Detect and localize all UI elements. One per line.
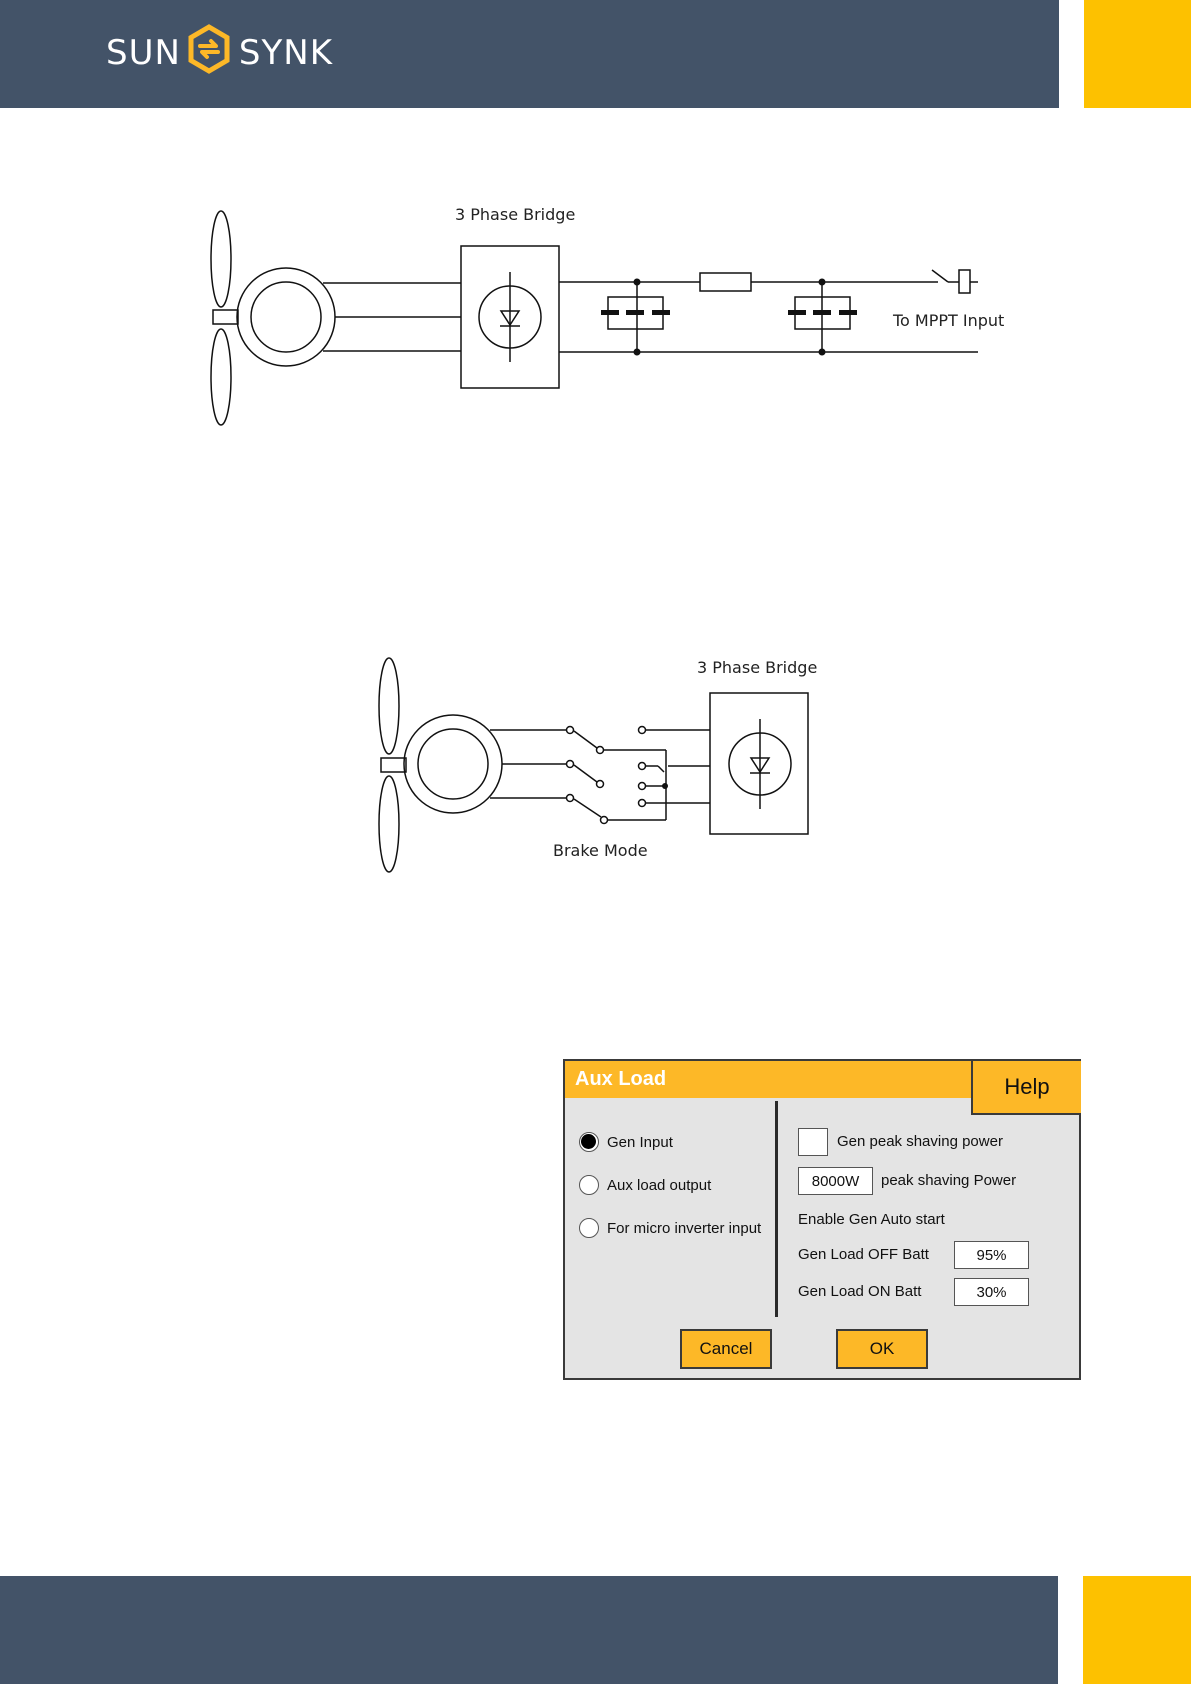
gen-peak-shaving-label: Gen peak shaving power: [837, 1133, 1003, 1150]
radio-micro-inverter-label: For micro inverter input: [607, 1220, 761, 1237]
page-footer: [0, 1576, 1058, 1684]
turbine-hub-2: [381, 758, 406, 772]
brake-mode-label: Brake Mode: [553, 841, 648, 860]
bridge-label-2: 3 Phase Bridge: [697, 658, 817, 677]
footer-accent-block: [1083, 1576, 1191, 1684]
radio-gen-input[interactable]: Gen Input: [579, 1132, 673, 1152]
dialog-divider: [775, 1101, 778, 1317]
dialog-title: Aux Load: [565, 1061, 971, 1098]
peak-shaving-power-label: peak shaving Power: [881, 1172, 1016, 1189]
gen-load-on-batt-input[interactable]: 30%: [954, 1278, 1029, 1306]
turbine-blade-lower-2: [379, 776, 399, 872]
ok-button[interactable]: OK: [836, 1329, 928, 1369]
turbine-blade-upper-2: [379, 658, 399, 754]
generator-inner-2: [418, 729, 488, 799]
help-button[interactable]: Help: [971, 1061, 1081, 1115]
gen-load-off-batt-input[interactable]: 95%: [954, 1241, 1029, 1269]
enable-gen-auto-start-label: Enable Gen Auto start: [798, 1211, 945, 1228]
gen-load-off-batt-label: Gen Load OFF Batt: [798, 1246, 929, 1263]
aux-load-dialog: Aux Load Help Gen Input Aux load output …: [563, 1059, 1081, 1380]
radio-micro-inverter-input[interactable]: For micro inverter input: [579, 1218, 761, 1238]
cancel-button[interactable]: Cancel: [680, 1329, 772, 1369]
radio-selected-icon[interactable]: [579, 1132, 599, 1152]
radio-aux-load-label: Aux load output: [607, 1177, 711, 1194]
three-phase-bridge-box-2: [710, 693, 808, 834]
radio-gen-input-label: Gen Input: [607, 1134, 673, 1151]
peak-shaving-power-input[interactable]: 8000W: [798, 1167, 873, 1195]
wind-turbine-brake-diagram: 3 Phase Bridge Brake Mode: [0, 0, 1191, 900]
radio-unselected-icon[interactable]: [579, 1218, 599, 1238]
gen-peak-shaving-checkbox[interactable]: [798, 1128, 828, 1156]
radio-aux-load-output[interactable]: Aux load output: [579, 1175, 711, 1195]
radio-unselected-icon[interactable]: [579, 1175, 599, 1195]
gen-load-on-batt-label: Gen Load ON Batt: [798, 1283, 921, 1300]
